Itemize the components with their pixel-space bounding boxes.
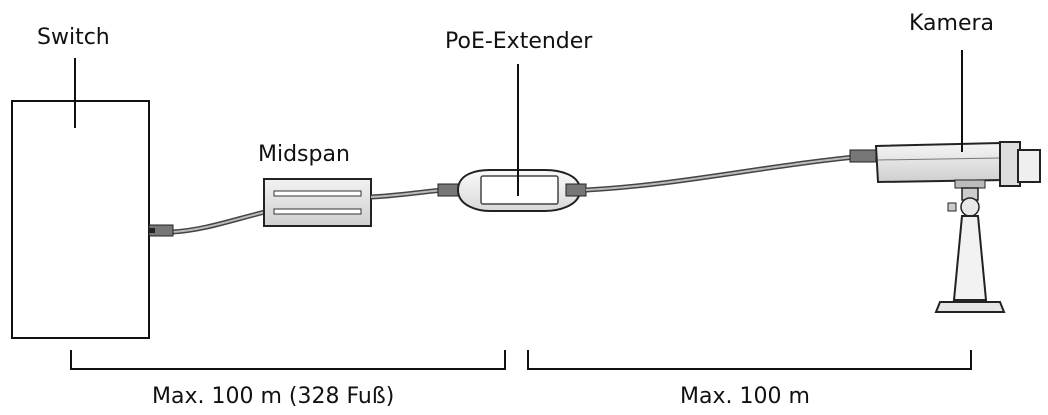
camera-device [874, 141, 1041, 313]
distance-bracket-left [70, 350, 506, 370]
switch-device [11, 100, 150, 339]
cable-switch-midspan [148, 209, 266, 237]
midspan-label: Midspan [258, 142, 350, 167]
extender-device [456, 169, 587, 212]
switch-label: Switch [37, 25, 110, 50]
distance-label-right: Max. 100 m [680, 384, 810, 409]
midspan-device [263, 178, 372, 227]
distance-label-left: Max. 100 m (328 Fuß) [152, 384, 395, 409]
cable-extender-camera [585, 149, 877, 193]
camera-label: Kamera [909, 11, 995, 36]
distance-bracket-right [527, 350, 972, 370]
cable-midspan-extender [370, 183, 459, 200]
extender-label: PoE-Extender [445, 29, 593, 54]
